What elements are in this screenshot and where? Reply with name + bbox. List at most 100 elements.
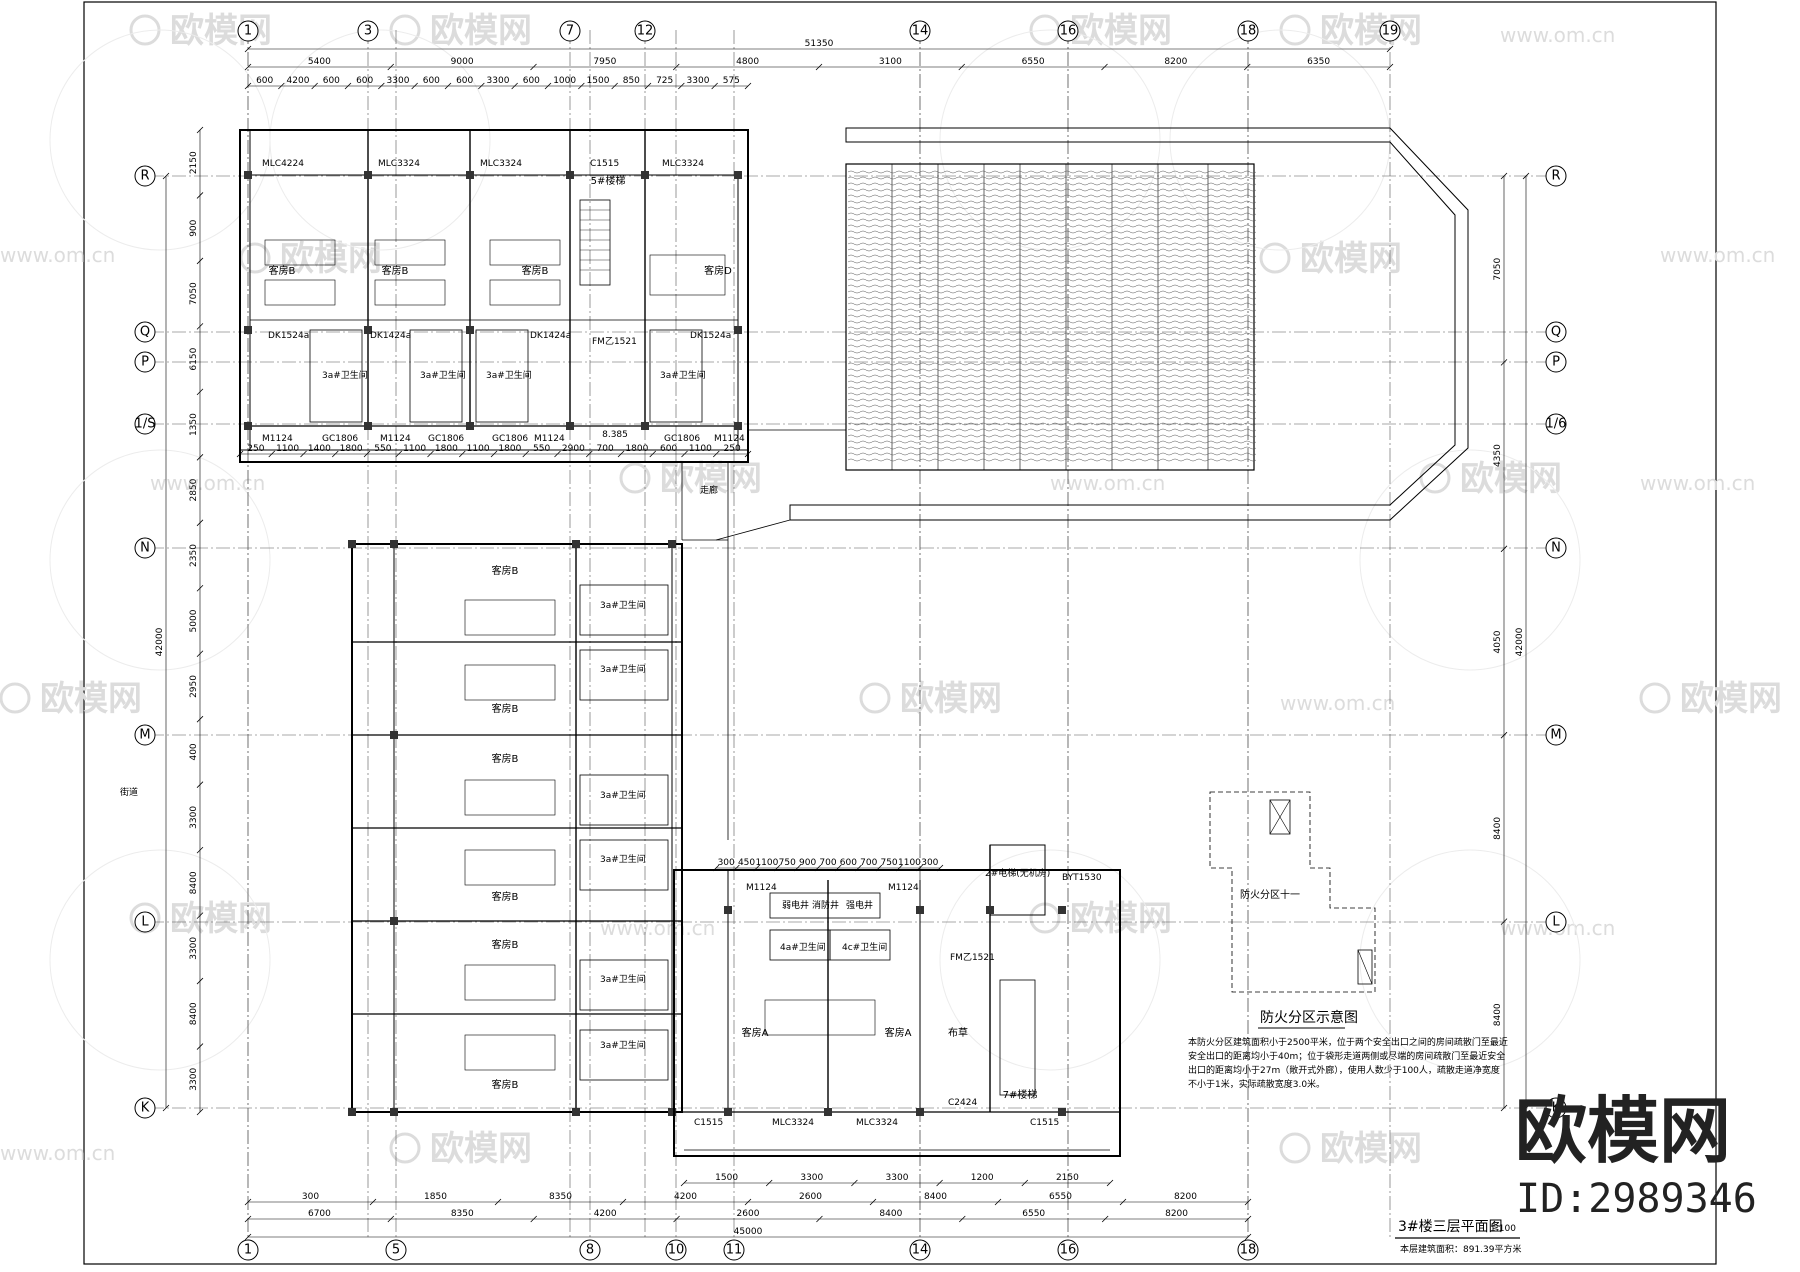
dimension-value: 4200 (594, 1209, 617, 1219)
dim-overall-bottom: 45000 (244, 1227, 1252, 1241)
roof-hatch-line (847, 200, 1257, 204)
axis-bubble-top-12: 12 (634, 20, 656, 42)
dimension-value: 300 (921, 858, 938, 868)
tag-c1515-core-1: C1515 (694, 1118, 723, 1128)
axis-bubble-bottom-18: 18 (1237, 1239, 1259, 1261)
roof-hatch-line (847, 410, 1257, 414)
axis-bubble-top-19: 19 (1379, 20, 1401, 42)
bath-lower-2: 3a#卫生间 (600, 663, 646, 675)
floor-area: 本层建筑面积：891.39平方米 (1400, 1243, 1522, 1255)
dimension-value: 1850 (424, 1192, 447, 1202)
roof-hatch-line (847, 212, 1257, 216)
watermark-icon (619, 462, 651, 494)
axis-bubble-right-1/S: 1/6 (1545, 413, 1567, 435)
dimension-value: 600 (356, 76, 373, 86)
roof-hatch-line (847, 338, 1257, 342)
bath-lower-3: 3a#卫生间 (600, 789, 646, 801)
room-guest-b-lower-6: 客房B (492, 1078, 519, 1091)
dimension-value: 8400 (924, 1192, 947, 1202)
axis-bubble-left-N: N (134, 537, 156, 559)
axis-bubble-bottom-8: 8 (579, 1239, 601, 1261)
roof-hatch-line (847, 332, 1257, 336)
room-guest-a-2: 客房A (885, 1026, 912, 1039)
svg-text:M: M (1550, 728, 1561, 743)
dimension-value: 8200 (1174, 1192, 1197, 1202)
tag-m1124-core-2: M1124 (888, 883, 919, 893)
bath-label-3: 3a#卫生间 (486, 369, 532, 381)
dimension-value: 250 (724, 444, 741, 454)
bath-4a: 4a#卫生间 (780, 941, 826, 953)
tag-gc1806-3: GC1806 (492, 434, 528, 444)
dimension-value: 1100 (689, 444, 712, 454)
dimension-value: 4200 (287, 76, 310, 86)
axis-bubble-bottom-10: 10 (665, 1239, 687, 1261)
roof-hatch-line (847, 182, 1257, 186)
dimension-value: 8400 (1493, 1003, 1503, 1026)
dim-overall-right: 42000 (1515, 172, 1530, 1112)
watermark-text: 欧模网 (1320, 11, 1422, 51)
roof-hatch-line (847, 236, 1257, 240)
axis-bubble-right-K: K (1545, 1097, 1567, 1119)
drawing-title: 3#楼三层平面图 (1398, 1219, 1503, 1235)
svg-text:R: R (140, 169, 149, 184)
roof-hatch-line (847, 272, 1257, 276)
roof-hatch-line (847, 266, 1257, 270)
svg-text:18: 18 (1240, 1243, 1257, 1258)
dimension-value: 850 (623, 76, 640, 86)
watermark-circle (1359, 849, 1581, 1071)
room-guest-b-2: 客房B (382, 264, 409, 277)
room-guest-b-lower-1: 客房B (492, 564, 519, 577)
roof-hatch-line (847, 386, 1257, 390)
axis-bubble-left-1/S: 1/S (134, 413, 156, 435)
dim-overall-top: 51350 (244, 39, 1394, 53)
dimension-value: 600 (256, 76, 273, 86)
roof-hatch-line (847, 434, 1257, 438)
watermark-url: www.om.cn (0, 243, 115, 267)
watermark-text: 欧模网 (170, 899, 272, 939)
brand-logo-text: 欧模网 (1515, 1089, 1731, 1173)
dimension-value: 2900 (562, 444, 585, 454)
axis-bubble-left-P: P (134, 351, 156, 373)
dimension-value: 4200 (674, 1192, 697, 1202)
tag-dk1424-1: DK1424a (370, 331, 411, 341)
tag-mlc3324-3: MLC3324 (662, 159, 704, 169)
drawing-scale: 1:100 (1490, 1224, 1516, 1234)
watermark-icon (1259, 242, 1291, 274)
watermark-text: 欧模网 (430, 11, 532, 51)
dimension-value: 3300 (387, 76, 410, 86)
axis-bubble-bottom-1: 1 (237, 1239, 259, 1261)
svg-text:K: K (1552, 1101, 1561, 1116)
dimension-value: 8400 (879, 1209, 902, 1219)
dimension-value: 6550 (1022, 57, 1045, 67)
watermark-text: 欧模网 (1070, 11, 1172, 51)
watermark-url: www.om.cn (1640, 471, 1755, 495)
dimension-value: 8400 (1493, 817, 1503, 840)
svg-text:1/6: 1/6 (1546, 417, 1567, 432)
dimension-value: 2150 (189, 151, 199, 174)
roof-hatch-line (847, 404, 1257, 408)
watermark-text: 欧模网 (660, 459, 762, 499)
svg-text:N: N (1551, 541, 1561, 556)
watermark-circle (1169, 29, 1391, 251)
dimension-value: 8350 (549, 1192, 572, 1202)
tag-mlc3324-1: MLC3324 (378, 159, 420, 169)
roof-hatch-line (847, 344, 1257, 348)
dimension-value: 700 (860, 858, 877, 868)
dimension-value: 600 (840, 858, 857, 868)
watermark-url: www.om.cn (1050, 471, 1165, 495)
dimension-value: 575 (723, 76, 740, 86)
room-guest-b-lower-2: 客房B (492, 702, 519, 715)
axis-bubble-right-L: L (1545, 911, 1567, 933)
dimension-value: 8400 (189, 871, 199, 894)
roof-hatch-line (847, 374, 1257, 378)
dimension-value: 4050 (1493, 630, 1503, 653)
svg-text:16: 16 (1060, 24, 1077, 39)
bath-lower-4: 3a#卫生间 (600, 853, 646, 865)
watermark-url: www.om.cn (1280, 691, 1395, 715)
tag-dk1524: DK1524a (268, 331, 309, 341)
axis-bubble-bottom-14: 14 (909, 1239, 931, 1261)
svg-text:16: 16 (1060, 1243, 1077, 1258)
svg-text:M: M (139, 728, 150, 743)
